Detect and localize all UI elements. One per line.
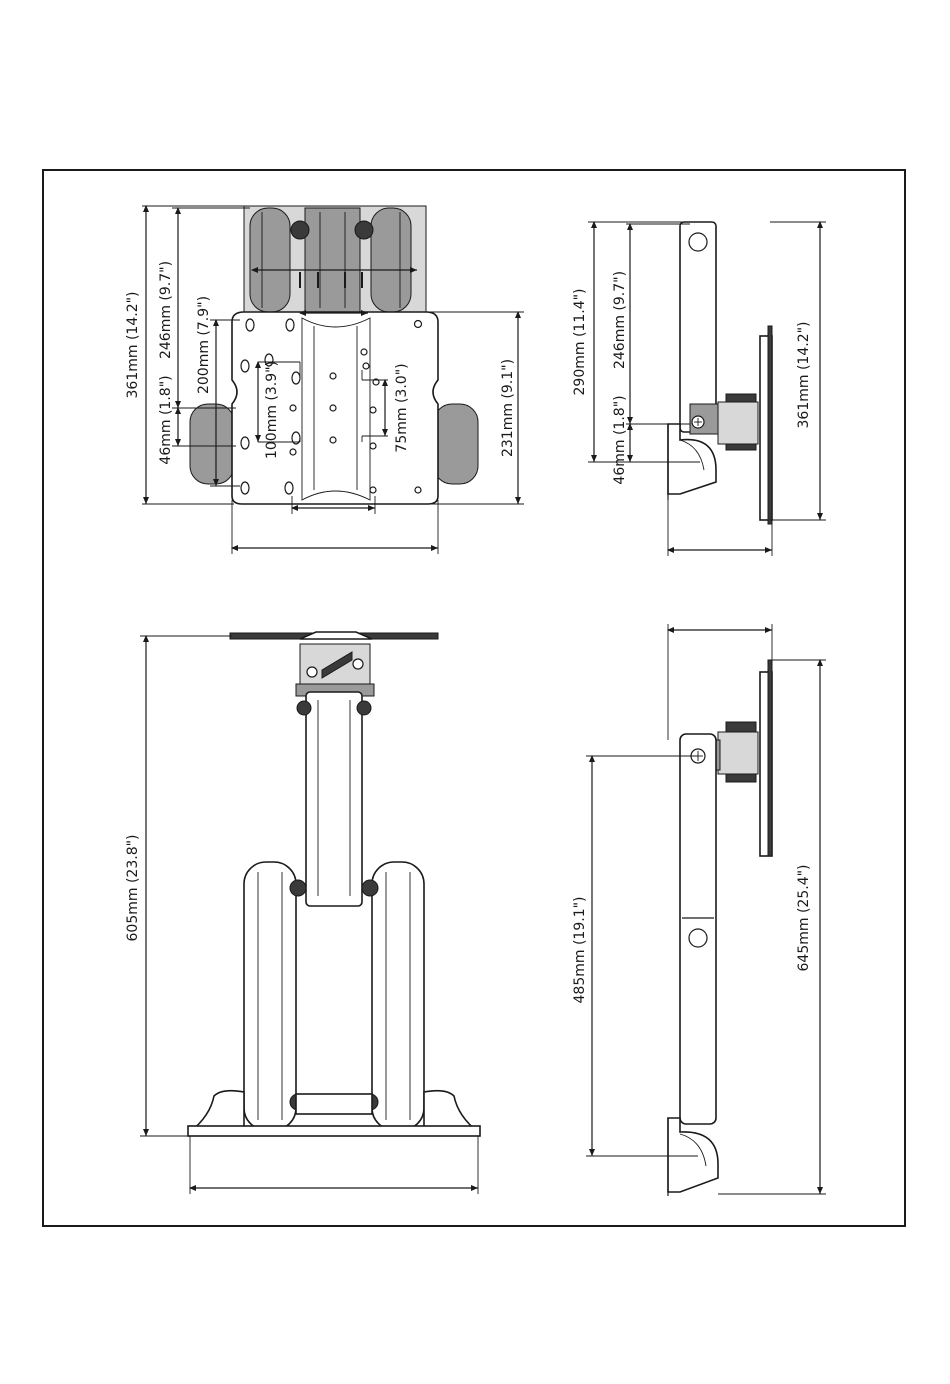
upper-arm-left — [250, 208, 290, 312]
extension-arm — [306, 692, 362, 906]
bumper-left — [190, 404, 234, 484]
dim-290: 290mm (11.4") — [572, 289, 588, 396]
upper-arm-right — [371, 208, 411, 312]
side-view-extended — [586, 624, 826, 1196]
dim-361-right: 361mm (14.2") — [796, 322, 812, 429]
dim-605: 605mm (23.8") — [125, 835, 141, 942]
lower-arm-right — [372, 862, 424, 1130]
wall-bracket-ext — [668, 1118, 718, 1192]
dim-246-right: 246mm (9.7") — [612, 271, 628, 369]
dim-485: 485mm (19.1") — [572, 897, 588, 1004]
dim-75: 75mm (3.0") — [394, 363, 410, 452]
folded-arm — [680, 222, 716, 432]
dim-46-right: 46mm (1.8") — [612, 395, 628, 484]
joint-right — [355, 221, 373, 239]
dim-361-left: 361mm (14.2") — [125, 292, 141, 399]
dim-46-left: 46mm (1.8") — [158, 375, 174, 464]
front-view-extended — [140, 632, 480, 1194]
joint-left — [291, 221, 309, 239]
dim-100: 100mm (3.9") — [264, 361, 280, 459]
dim-645: 645mm (25.4") — [796, 865, 812, 972]
bumper-right — [434, 404, 478, 484]
dim-200: 200mm (7.9") — [196, 296, 212, 394]
upper-arm-center — [305, 208, 360, 312]
dim-246-left: 246mm (9.7") — [158, 261, 174, 359]
wall-base — [188, 1126, 480, 1136]
lower-arm-left — [244, 862, 296, 1130]
dim-231: 231mm (9.1") — [500, 359, 516, 457]
